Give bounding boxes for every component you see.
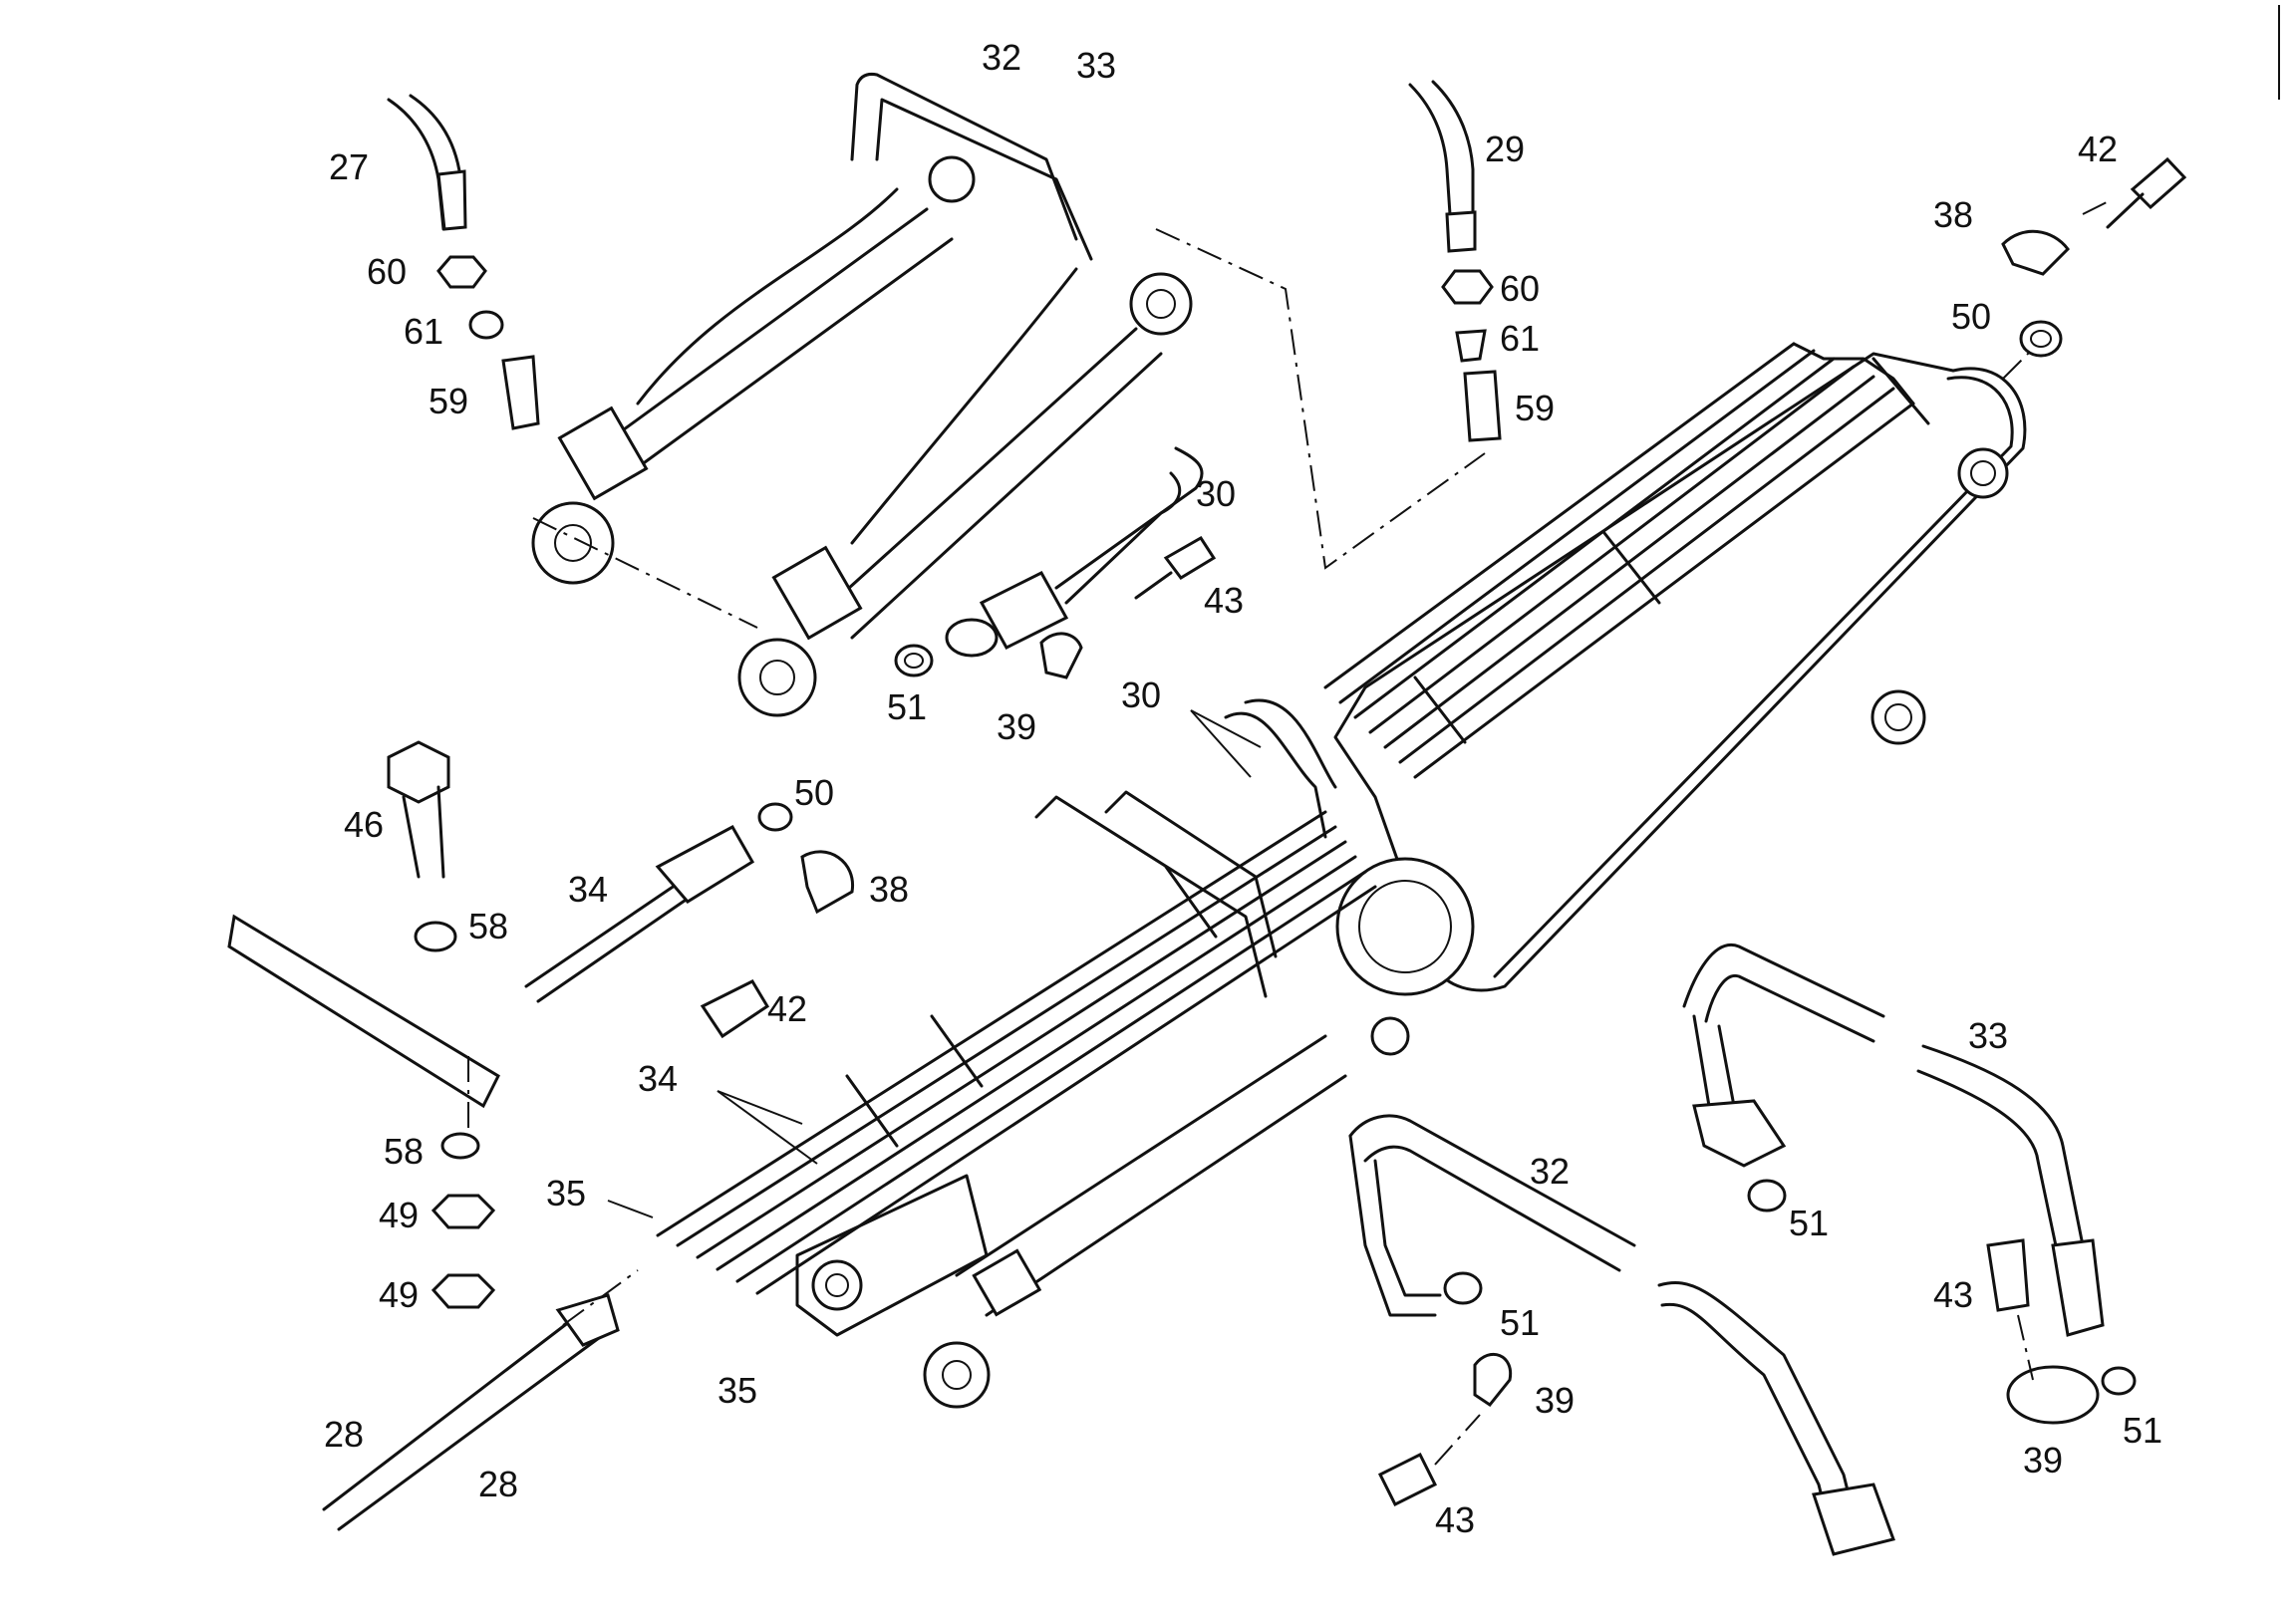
callout-28: 28 [324, 1414, 364, 1455]
callout-51: 51 [2123, 1410, 2162, 1451]
lower-hose-section [656, 698, 1377, 1409]
pipe-33-lower [1682, 943, 2137, 1425]
callout-50: 50 [1951, 296, 1991, 337]
callout-33: 33 [1968, 1015, 2008, 1056]
callout-60: 60 [1500, 268, 1540, 309]
callout-49: 49 [379, 1274, 419, 1315]
upper-cylinder-assembly [531, 73, 1193, 717]
callout-51: 51 [1500, 1302, 1540, 1343]
callout-labels: 27 60 61 59 32 33 29 60 61 59 42 38 50 3… [324, 37, 2162, 1540]
callout-28: 28 [478, 1464, 518, 1504]
callout-39: 39 [2023, 1440, 2063, 1481]
pipe-32-lower [1348, 1114, 1895, 1556]
callout-34: 34 [568, 869, 608, 910]
boom-hose-bundle [1323, 342, 1915, 779]
callout-32: 32 [1530, 1151, 1570, 1192]
callout-58: 58 [384, 1131, 424, 1172]
callout-34: 34 [638, 1058, 678, 1099]
callout-39: 39 [997, 706, 1036, 747]
callout-51: 51 [1789, 1203, 1829, 1243]
callout-50: 50 [794, 772, 834, 813]
callout-61: 61 [1500, 318, 1540, 359]
hose-30-fittings [894, 446, 1217, 679]
callout-61: 61 [404, 311, 443, 352]
callout-58: 58 [468, 906, 508, 946]
callout-33: 33 [1076, 45, 1116, 86]
tube-34-fittings [524, 802, 854, 1039]
callout-35: 35 [546, 1173, 586, 1214]
callout-38: 38 [869, 869, 909, 910]
callout-29: 29 [1485, 129, 1525, 169]
callout-49: 49 [379, 1195, 419, 1235]
callout-30: 30 [1121, 674, 1161, 715]
callout-46: 46 [344, 804, 384, 845]
callout-43: 43 [1204, 580, 1244, 621]
top-right-fasteners [2001, 156, 2187, 358]
callout-51: 51 [887, 686, 927, 727]
clamp-bar-fasteners [227, 740, 500, 1309]
callout-42: 42 [2078, 129, 2118, 169]
callout-42: 42 [767, 988, 807, 1029]
boom-assembly [1323, 342, 2027, 1056]
callout-35: 35 [718, 1370, 757, 1411]
callout-38: 38 [1933, 194, 1973, 235]
callout-30: 30 [1196, 473, 1236, 514]
leader-lines [607, 709, 1262, 1218]
callout-27: 27 [329, 146, 369, 187]
callout-60: 60 [367, 251, 407, 292]
hose-29-fittings [1408, 80, 1502, 442]
hose-27-fittings [387, 94, 540, 430]
callout-59: 59 [429, 381, 468, 421]
callout-43: 43 [1435, 1499, 1475, 1540]
callout-43: 43 [1933, 1274, 1973, 1315]
callout-59: 59 [1515, 388, 1555, 428]
tubes-28 [322, 1293, 620, 1531]
callout-32: 32 [982, 37, 1021, 78]
callout-39: 39 [1535, 1380, 1575, 1421]
assembly-lines [467, 198, 2114, 1466]
